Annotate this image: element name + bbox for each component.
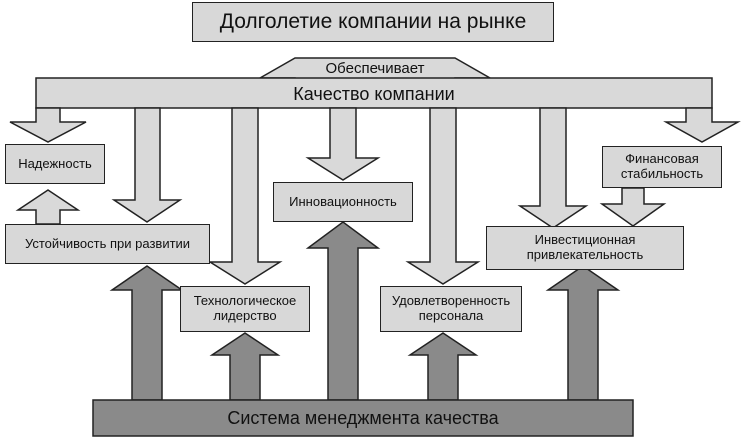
reliability-label: Надежность (18, 155, 92, 171)
title-label: Долголетие компании на рынке (219, 9, 527, 33)
tech-box (180, 286, 310, 332)
financial-label: Финансовая стабильность (620, 151, 704, 181)
arrow-to-reliability (9, 107, 87, 143)
arrow-to-sustainability (111, 107, 183, 223)
investment-box (486, 226, 684, 270)
investment-label: Инвестиционная привлекательность (526, 232, 644, 262)
provides-label: Обеспечивает (325, 60, 425, 78)
sustainability-box (5, 224, 210, 264)
sustainability-label: Устойчивость при развитии (24, 235, 191, 251)
financial-box (602, 146, 722, 188)
title-box (192, 2, 554, 42)
arrow-to-financial (663, 107, 741, 143)
reliability-box (5, 144, 105, 184)
qms-arrow-investment (545, 265, 621, 401)
staff-box (380, 286, 522, 332)
qms-band (92, 399, 634, 437)
qms-arrow-staff (407, 332, 479, 401)
arrow-to-innovation (305, 107, 381, 181)
qms-label: Система менеджмента качества (227, 407, 499, 428)
arrow-to-staff (405, 107, 481, 285)
tech-label: Технологическое лидерство (193, 293, 297, 323)
arrow-to-tech (207, 107, 283, 285)
quality-label: Качество компании (293, 83, 455, 104)
arrow-financial-to-investment (599, 187, 667, 227)
qms-arrow-innovation (305, 221, 381, 401)
arrow-to-investment (517, 107, 589, 229)
staff-label: Удовлетворенность персонала (391, 293, 511, 323)
qms-arrow-tech (209, 332, 281, 401)
arrow-sustain-to-reliability (15, 189, 81, 225)
qms-arrow-sustainability (109, 265, 185, 401)
quality-band (35, 77, 713, 109)
innovation-box (273, 182, 413, 222)
innovation-label: Инновационность (289, 193, 397, 209)
